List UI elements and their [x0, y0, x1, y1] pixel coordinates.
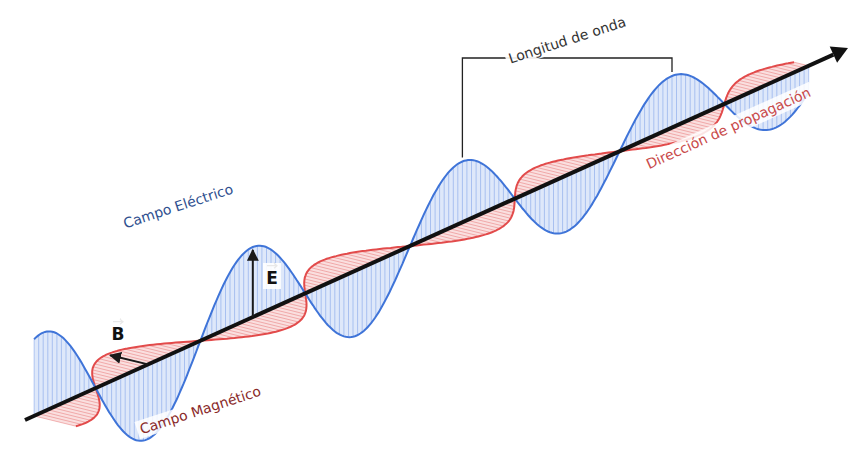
- vector-overbar: [113, 263, 277, 324]
- field-label: Campo Eléctrico: [118, 179, 238, 233]
- magnetic-vector: [110, 355, 148, 364]
- electric-fill: [34, 66, 809, 441]
- axis-arrowhead: [830, 46, 848, 62]
- propagation-axis: [25, 55, 833, 420]
- vector-symbol: E: [263, 263, 281, 290]
- wavelength-bracket: [462, 58, 672, 158]
- field-label: Longitud de onda: [503, 12, 631, 69]
- electric-vector: [252, 250, 254, 317]
- vector-symbol: B: [109, 319, 128, 346]
- electric-wave: [34, 74, 809, 441]
- electric-hatch: [34, 66, 809, 441]
